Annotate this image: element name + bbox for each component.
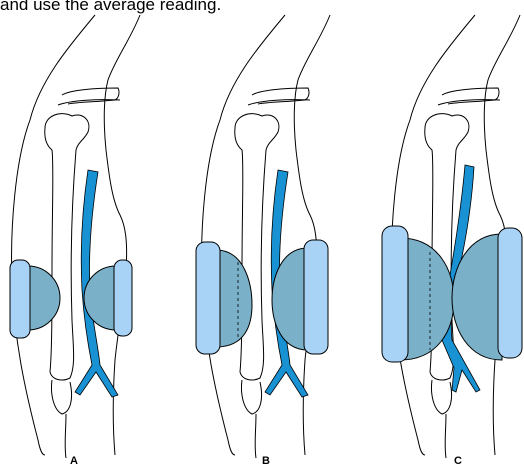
panel-c-left-cuff bbox=[382, 226, 408, 362]
panel-b-diagram bbox=[196, 15, 330, 458]
panel-a-left-cuff bbox=[10, 260, 30, 338]
panel-label-b: B bbox=[256, 455, 276, 467]
panel-b-left-bulge bbox=[216, 250, 252, 347]
panel-c-right-cuff bbox=[498, 228, 522, 358]
panel-label-c: C bbox=[448, 455, 468, 467]
panel-a-diagram bbox=[10, 15, 140, 458]
panel-a-right-cuff bbox=[114, 260, 132, 336]
panel-b-right-cuff bbox=[304, 240, 328, 354]
panel-c-diagram bbox=[382, 15, 522, 458]
panel-b-left-cuff bbox=[196, 242, 220, 354]
panel-label-a: A bbox=[64, 455, 84, 467]
panel-a-left-bulge bbox=[28, 266, 60, 330]
